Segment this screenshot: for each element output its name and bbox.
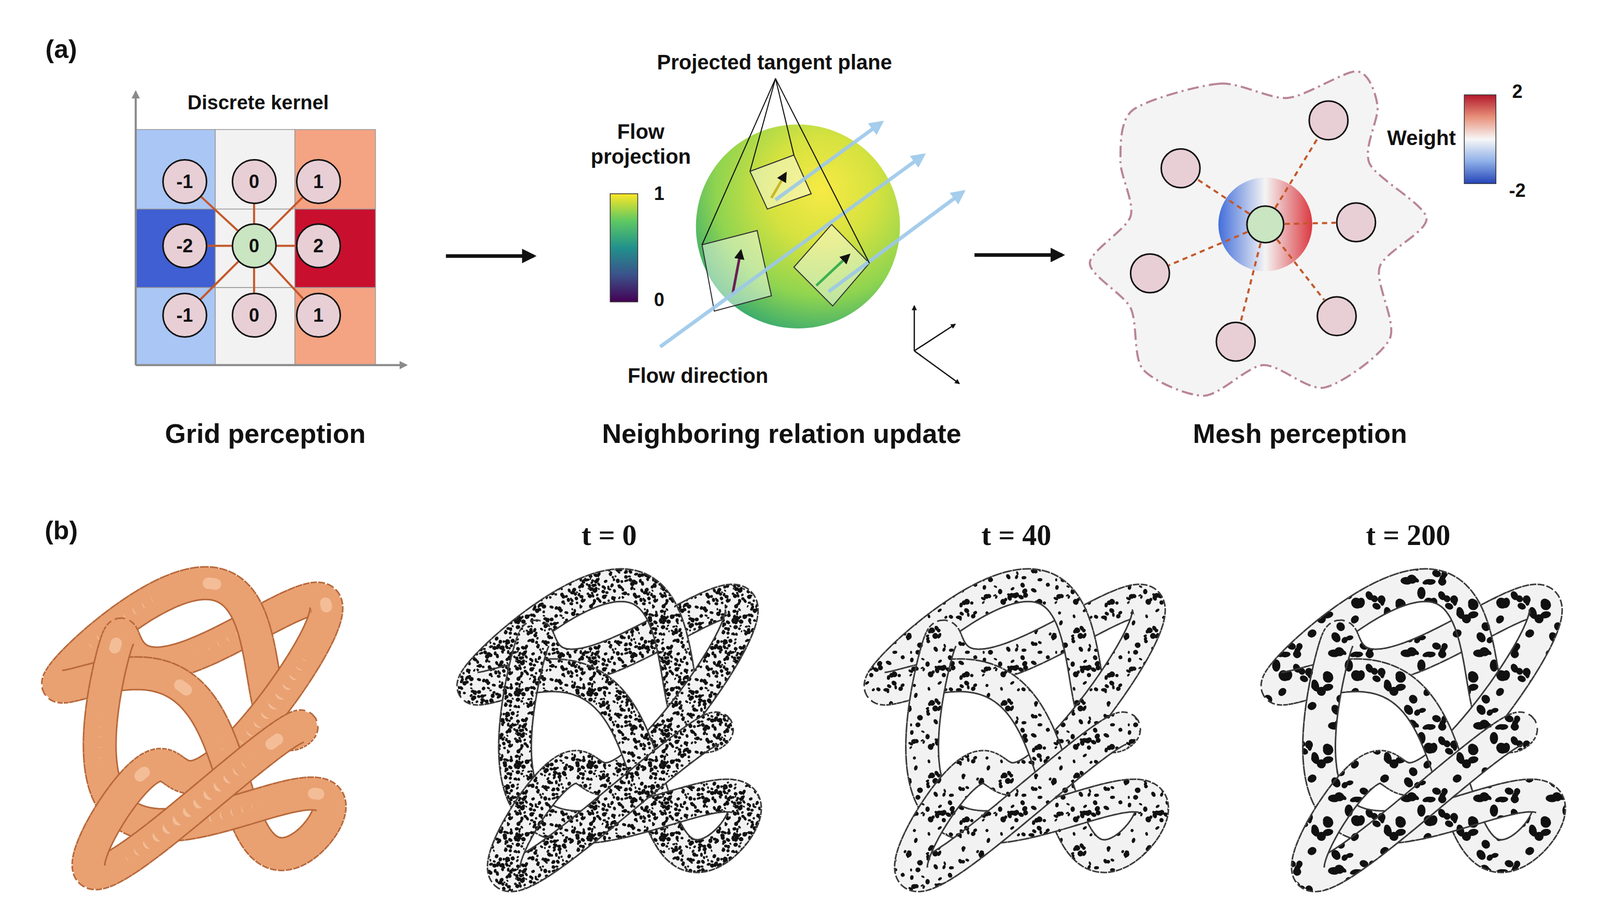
mesh-link [1240,243,1261,322]
knot-mesh [58,583,330,874]
mesh-vertex [1130,253,1170,293]
mesh-vertex [1216,322,1256,362]
center-vertex [1247,206,1284,244]
knot-mesh [473,585,745,876]
tube-surface [313,794,319,795]
mesh-region [1089,71,1427,396]
tube-surface [623,585,631,587]
flow-arrow [445,254,534,259]
tube-outline [115,643,117,649]
tube-surface [740,605,742,610]
flow-direction-arrow [775,122,882,201]
tube-outline [623,585,631,587]
axis-triad [913,306,916,352]
mesh-link [1275,137,1319,208]
kernel-cell [215,287,295,366]
mesh-vertex [1160,148,1200,188]
leader-line [775,78,794,156]
mesh-illustration [1089,71,1497,396]
tube-outline [313,794,319,795]
leader-line [749,78,776,172]
tangent-plane [702,230,772,312]
tube-surface [115,643,117,649]
tube-surface [325,603,327,607]
kernel-cell [294,209,376,289]
tube-outline [728,796,734,797]
tube-surface [686,741,693,747]
mesh-link [1277,239,1325,301]
tube-outline [686,741,693,747]
tube-outline [208,583,216,585]
tube-surface [530,645,532,651]
tube-outline [271,739,278,745]
tube-surface [555,774,560,779]
flow-arrow [974,253,1063,258]
tube-outline [325,603,327,607]
axis-line [135,364,407,367]
kernel-cell [215,129,295,210]
tube-surface [728,796,734,797]
flow-direction-arrow [828,191,964,292]
axis-triad [914,350,960,384]
mesh-link [1168,232,1248,266]
tangent-plane [794,224,870,307]
tube-highlight [179,685,187,690]
tube-surface [208,583,216,585]
tube-highlight [313,794,319,795]
colorbar [610,193,638,303]
tube-outline [1148,605,1150,610]
knot-mesh [880,585,1153,876]
tube-highlight [325,603,327,607]
kernel-cell [294,129,376,210]
kernel-cell [135,209,216,289]
axis-line [134,91,137,366]
tube-surface [1148,605,1150,610]
tube-outline [555,774,560,779]
mesh-link [1197,179,1250,215]
tube-surface [595,687,602,692]
kernel-grid [135,91,407,366]
axis-triad [914,324,956,351]
colorbar [1464,94,1496,184]
tube-highlight [139,772,145,777]
mesh-link [1284,222,1336,224]
tube-surface [139,772,145,777]
kernel-cell [135,287,216,366]
mesh-vertex [1336,203,1376,243]
tube-highlight [271,739,278,745]
tube-surface [179,685,187,690]
tube-highlight [115,643,117,649]
kernel-cell [135,129,216,210]
leader-line [702,78,776,246]
tube-highlight [208,583,216,585]
tube-surface [271,739,278,745]
leader-line [775,78,870,264]
mesh-vertex [1317,296,1357,336]
kernel-cell [294,287,376,366]
tube-outline [595,687,602,692]
tube-outline [740,605,742,610]
tube-outline [179,685,187,690]
tube-outline [139,772,145,777]
mesh-vertex [1309,101,1349,140]
tube-outline [530,645,532,651]
